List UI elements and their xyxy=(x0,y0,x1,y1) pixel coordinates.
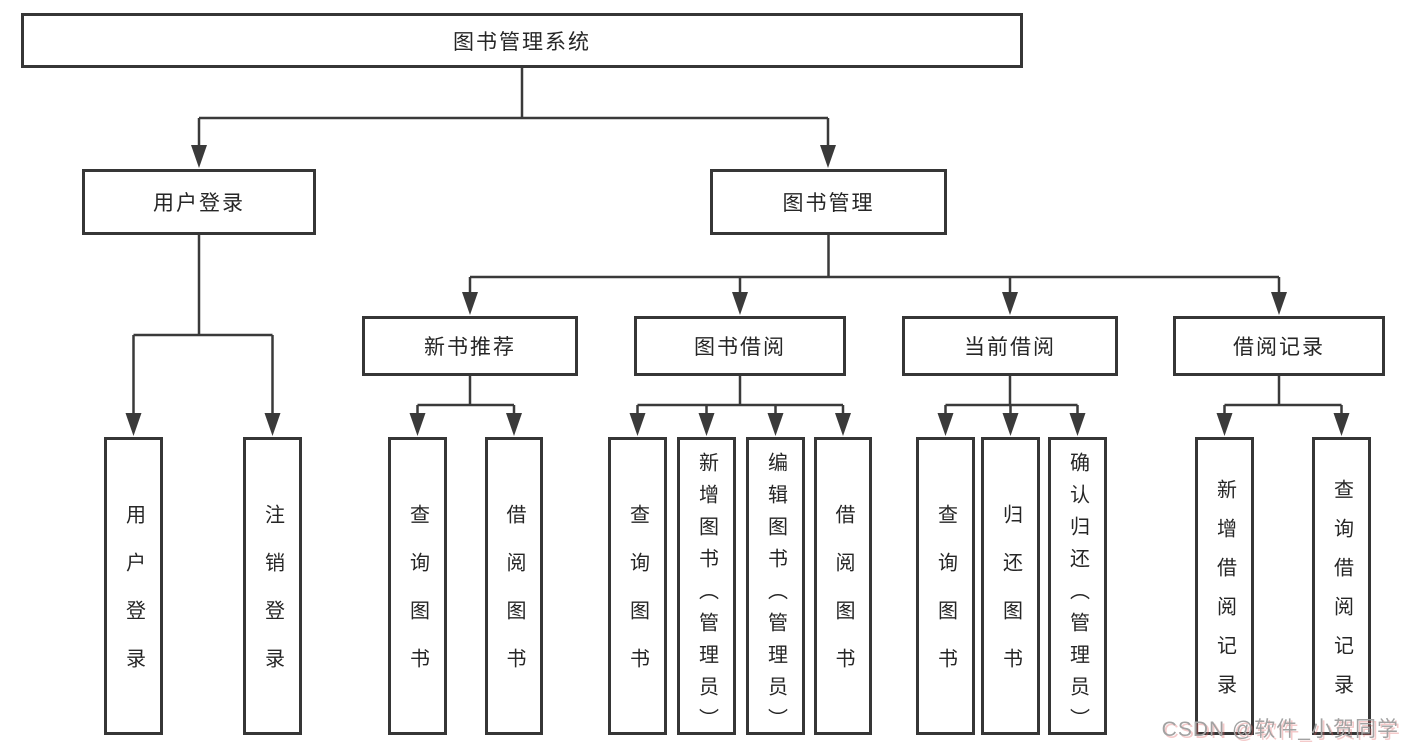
leaf-edit-books-admin: 编辑图书（管理员） xyxy=(746,437,805,740)
arrow-down-icon xyxy=(732,292,748,315)
leaf-add-books-admin: 新增图书（管理员） xyxy=(677,437,736,740)
node-borrowing-records: 借阅记录 xyxy=(1173,316,1385,376)
leaf-add-borrow-record: 新增借阅记录 xyxy=(1195,437,1254,735)
leaf-return-books: 归还图书 xyxy=(981,437,1040,735)
leaf-confirm-return-admin: 确认归还（管理员） xyxy=(1048,437,1107,740)
node-book-management: 图书管理 xyxy=(710,169,947,235)
connector-current-borrow-split xyxy=(944,376,1079,416)
node-user-login: 用户登录 xyxy=(82,169,316,235)
arrow-down-icon xyxy=(264,413,281,436)
arrow-down-icon xyxy=(125,413,142,436)
arrow-down-icon xyxy=(1216,413,1233,436)
arrow-down-icon xyxy=(937,413,954,436)
node-root: 图书管理系统 xyxy=(21,13,1023,68)
arrow-down-icon xyxy=(1002,413,1019,436)
arrow-down-icon xyxy=(629,413,646,436)
leaf-borrow-books-recommend: 借阅图书 xyxy=(485,437,543,735)
arrow-down-icon xyxy=(1333,413,1350,436)
arrow-down-icon xyxy=(835,413,851,436)
arrow-down-icon xyxy=(191,145,207,168)
arrow-down-icon xyxy=(820,145,836,168)
arrow-down-icon xyxy=(409,413,426,436)
leaf-query-borrow-record: 查询借阅记录 xyxy=(1312,437,1371,735)
arrow-down-icon xyxy=(1271,292,1287,315)
arrow-down-icon xyxy=(698,413,715,436)
node-current-borrowing: 当前借阅 xyxy=(902,316,1118,376)
leaf-user-login: 用户登录 xyxy=(104,437,163,735)
leaf-logout: 注销登录 xyxy=(243,437,302,735)
arrow-down-icon xyxy=(1069,413,1086,436)
node-book-borrowing: 图书借阅 xyxy=(634,316,846,376)
leaf-query-books-current: 查询图书 xyxy=(916,437,975,735)
leaf-query-books-borrow: 查询图书 xyxy=(608,437,667,735)
node-new-book-recommendation: 新书推荐 xyxy=(362,316,578,376)
connector-book-borrow-split xyxy=(636,376,845,416)
arrow-down-icon xyxy=(1002,292,1018,315)
watermark: CSDN @软件_小贺同学 xyxy=(1161,718,1399,741)
arrow-down-icon xyxy=(462,292,478,315)
leaf-borrow-books-borrow: 借阅图书 xyxy=(814,437,872,735)
connector-borrow-record-split xyxy=(1223,376,1343,416)
leaf-query-books-recommend: 查询图书 xyxy=(388,437,447,735)
connector-book-mgmt-split xyxy=(468,235,1281,294)
arrow-down-icon xyxy=(767,413,784,436)
connector-root-split xyxy=(197,68,830,147)
connector-user-login-split xyxy=(132,235,274,416)
arrow-down-icon xyxy=(506,413,522,436)
connector-new-book-split xyxy=(416,376,516,416)
